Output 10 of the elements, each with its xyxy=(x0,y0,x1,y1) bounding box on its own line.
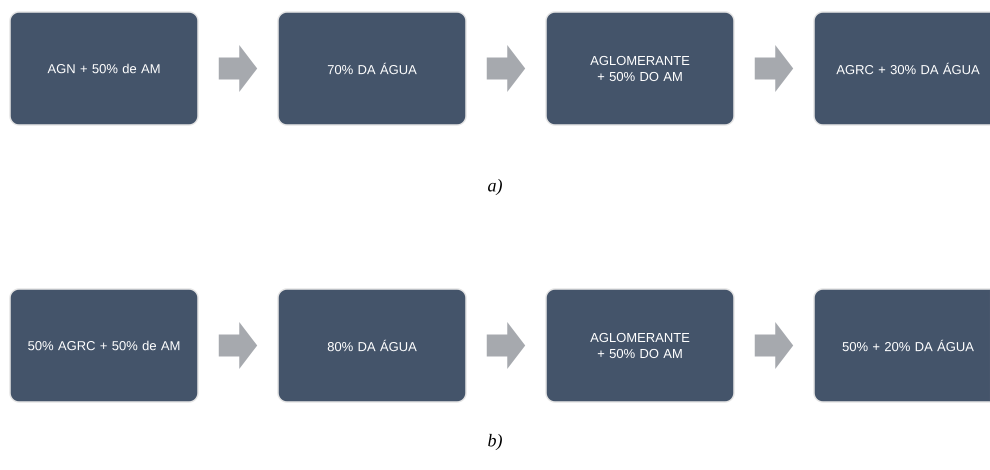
panel-caption: a) xyxy=(488,178,502,196)
panel-caption: b) xyxy=(488,434,502,450)
process-box: AGN + 50% de AM xyxy=(9,11,199,126)
process-box: 50% AGRC + 50% de AM xyxy=(9,288,199,403)
process-box: 50% + 20% DA ÁGUA xyxy=(813,288,990,403)
process-box: 80% DA ÁGUA xyxy=(277,288,467,403)
process-box: AGRC + 30% DA ÁGUA xyxy=(813,11,990,126)
process-box: AGLOMERANTE + 50% DO AM xyxy=(545,11,735,126)
process-box: 70% DA ÁGUA xyxy=(277,11,467,126)
process-box: AGLOMERANTE + 50% DO AM xyxy=(545,288,735,403)
